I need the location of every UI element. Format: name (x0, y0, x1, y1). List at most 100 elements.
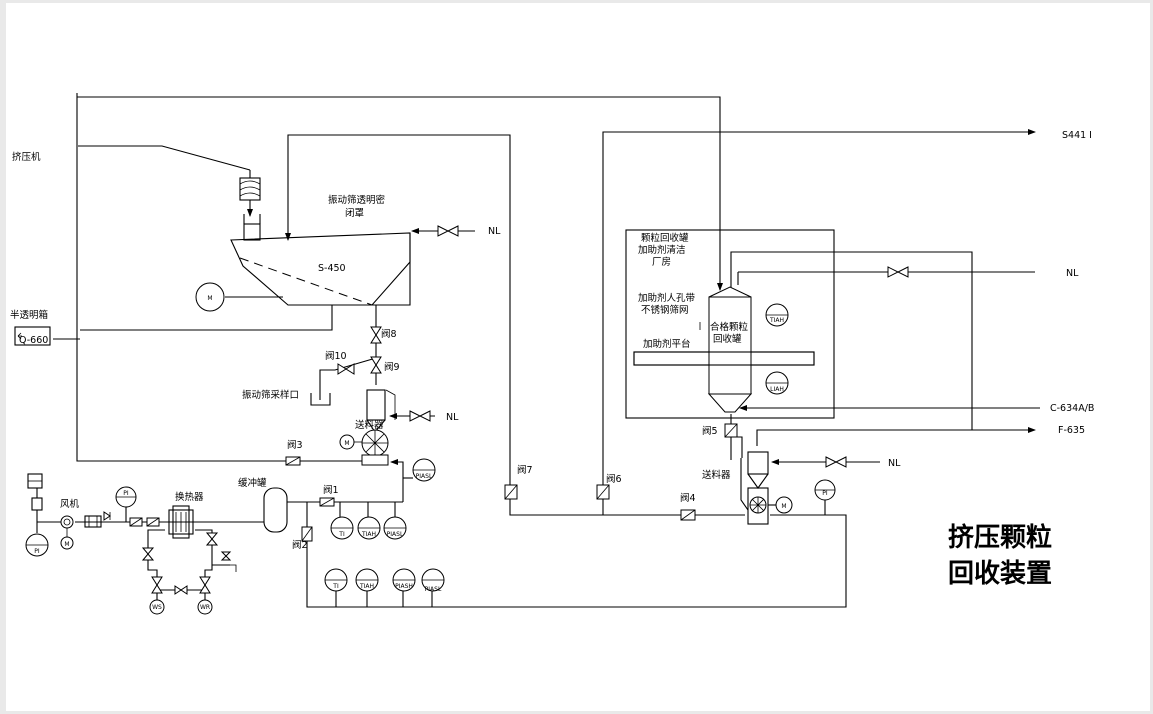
wr-icon: WR (197, 599, 213, 615)
motor-fan: M (64, 541, 69, 548)
feeder-1 (361, 389, 396, 466)
ti-1-icon: TI (330, 516, 354, 540)
label-nl-2: NL (446, 412, 459, 423)
ti-1: TI (338, 531, 345, 538)
piasl-2: PIASL (425, 586, 442, 593)
label-extruder: 挤压机 (12, 151, 41, 163)
label-valve-9: 阀9 (384, 361, 400, 373)
drawing-title-line-1: 挤压颗粒 (948, 522, 1052, 553)
valve-nl-screen[interactable] (437, 225, 459, 237)
text-labels: 挤压机 半透明箱 Q-660 振动筛透明密 闭罩 S-450 振动筛采样口 送料… (10, 130, 1094, 589)
label-valve-3: 阀3 (287, 439, 303, 451)
label-f635: F-635 (1058, 425, 1085, 436)
motor-feeder2: M (781, 503, 786, 510)
valve-8[interactable] (370, 326, 382, 344)
piash-2-icon: PIASH (392, 568, 416, 592)
semi-transparent-box (14, 326, 51, 346)
valve-7[interactable] (504, 484, 518, 500)
piasl-1-icon: PIASL (383, 516, 407, 540)
piasl-2-icon: PIASL (421, 568, 445, 593)
valve-air-2[interactable] (146, 517, 160, 527)
tiah-tank-icon: TIAH (765, 303, 789, 327)
label-valve-1: 阀1 (323, 484, 339, 496)
label-s441: S441 I (1062, 130, 1092, 141)
label-feeder-1: 送料器 (355, 419, 384, 431)
pi-fan-bottom: PI (34, 548, 40, 555)
label-valve-6: 阀6 (606, 473, 622, 485)
ws-icon: WS (149, 599, 165, 615)
process-lines (36, 93, 1040, 608)
valve-air-1[interactable] (129, 517, 143, 527)
motor-feeder1-icon: M (339, 434, 362, 450)
motor-screen-icon: M (195, 282, 225, 312)
label-buffer-tank: 缓冲罐 (238, 477, 267, 489)
valve-2[interactable] (301, 526, 313, 542)
tiah-2-icon: TIAH (355, 568, 379, 592)
piasl-feeder-icon: PIASL (412, 458, 436, 482)
label-additive-hole-1: 加助剂人孔带 (638, 292, 696, 304)
label-recovery-room-3: 厂房 (652, 256, 671, 268)
valve-6[interactable] (596, 484, 610, 500)
pi-fan-bottom-icon: PI (25, 533, 49, 557)
drawing-sheet: PI PI PI TI TIAH PIASL TI TIAH (6, 3, 1150, 711)
label-fan: 风机 (60, 498, 80, 510)
sample-port (310, 393, 331, 406)
valve-4[interactable] (680, 509, 696, 521)
valve-drain[interactable] (220, 551, 237, 572)
valve-nl-feeder2[interactable] (825, 456, 847, 468)
heat-exchanger (168, 505, 194, 539)
process-flow-diagram: PI PI PI TI TIAH PIASL TI TIAH (10, 93, 1094, 615)
valves (103, 225, 909, 595)
label-valve-2: 阀2 (292, 539, 308, 551)
valve-5[interactable] (724, 423, 738, 438)
label-recovery-room-2: 加助剂清洁 (638, 244, 686, 256)
motor-feeder2-icon: M (775, 496, 793, 514)
label-qualified-tank-2: 回收罐 (713, 333, 742, 345)
ti-2: TI (332, 583, 339, 590)
label-c634: C-634A/B (1050, 403, 1094, 414)
label-additive-hole-2: 不锈钢筛网 (641, 304, 689, 316)
label-additive-platform: 加助剂平台 (643, 338, 691, 350)
valve-10[interactable] (337, 363, 355, 375)
valve-3[interactable] (285, 456, 301, 466)
pi-right: PI (822, 490, 828, 497)
label-s450: S-450 (318, 263, 346, 274)
tiah-1-icon: TIAH (357, 516, 381, 540)
motor-feeder1: M (344, 440, 349, 447)
label-semi-box: 半透明箱 (10, 309, 48, 321)
label-heat-exchanger: 换热器 (175, 491, 204, 503)
motor-fan-icon: M (60, 528, 74, 550)
fan (27, 473, 102, 529)
label-feeder-2: 送料器 (702, 469, 731, 481)
tiah-1: TIAH (361, 531, 376, 538)
valve-water-top[interactable] (205, 532, 219, 546)
tiah-tank: TIAH (769, 317, 784, 324)
vibrating-screen-s450 (230, 214, 411, 306)
valve-nl-feeder1[interactable] (409, 410, 431, 422)
label-nl-4: NL (888, 458, 901, 469)
valve-wr[interactable] (199, 576, 211, 594)
qualified-pellet-tank (633, 286, 815, 413)
valve-water-bypass[interactable] (174, 585, 188, 595)
valve-9[interactable] (370, 356, 382, 374)
motor-screen: M (207, 295, 212, 302)
valve-nl-tank[interactable] (887, 266, 909, 278)
ws: WS (152, 604, 162, 611)
valve-heat-left[interactable] (141, 547, 155, 561)
valve-fan-check[interactable] (103, 511, 111, 521)
instruments: PI PI PI TI TIAH PIASL TI TIAH (25, 282, 836, 615)
label-valve-5: 阀5 (702, 425, 718, 437)
label-valve-7: 阀7 (517, 464, 533, 476)
valve-1[interactable] (319, 497, 335, 507)
label-sample-port: 振动筛采样口 (242, 389, 299, 401)
label-valve-4: 阀4 (680, 492, 696, 504)
liah-tank-icon: LIAH (765, 371, 789, 395)
buffer-tank (263, 487, 288, 533)
valve-ws[interactable] (151, 576, 163, 594)
liah-tank: LIAH (770, 386, 784, 393)
extruder-coil (239, 177, 261, 217)
pi-fan-top: PI (123, 490, 129, 497)
drawing-title-line-2: 回收装置 (948, 559, 1052, 589)
label-nl-1: NL (488, 226, 501, 237)
tiah-2: TIAH (359, 583, 374, 590)
